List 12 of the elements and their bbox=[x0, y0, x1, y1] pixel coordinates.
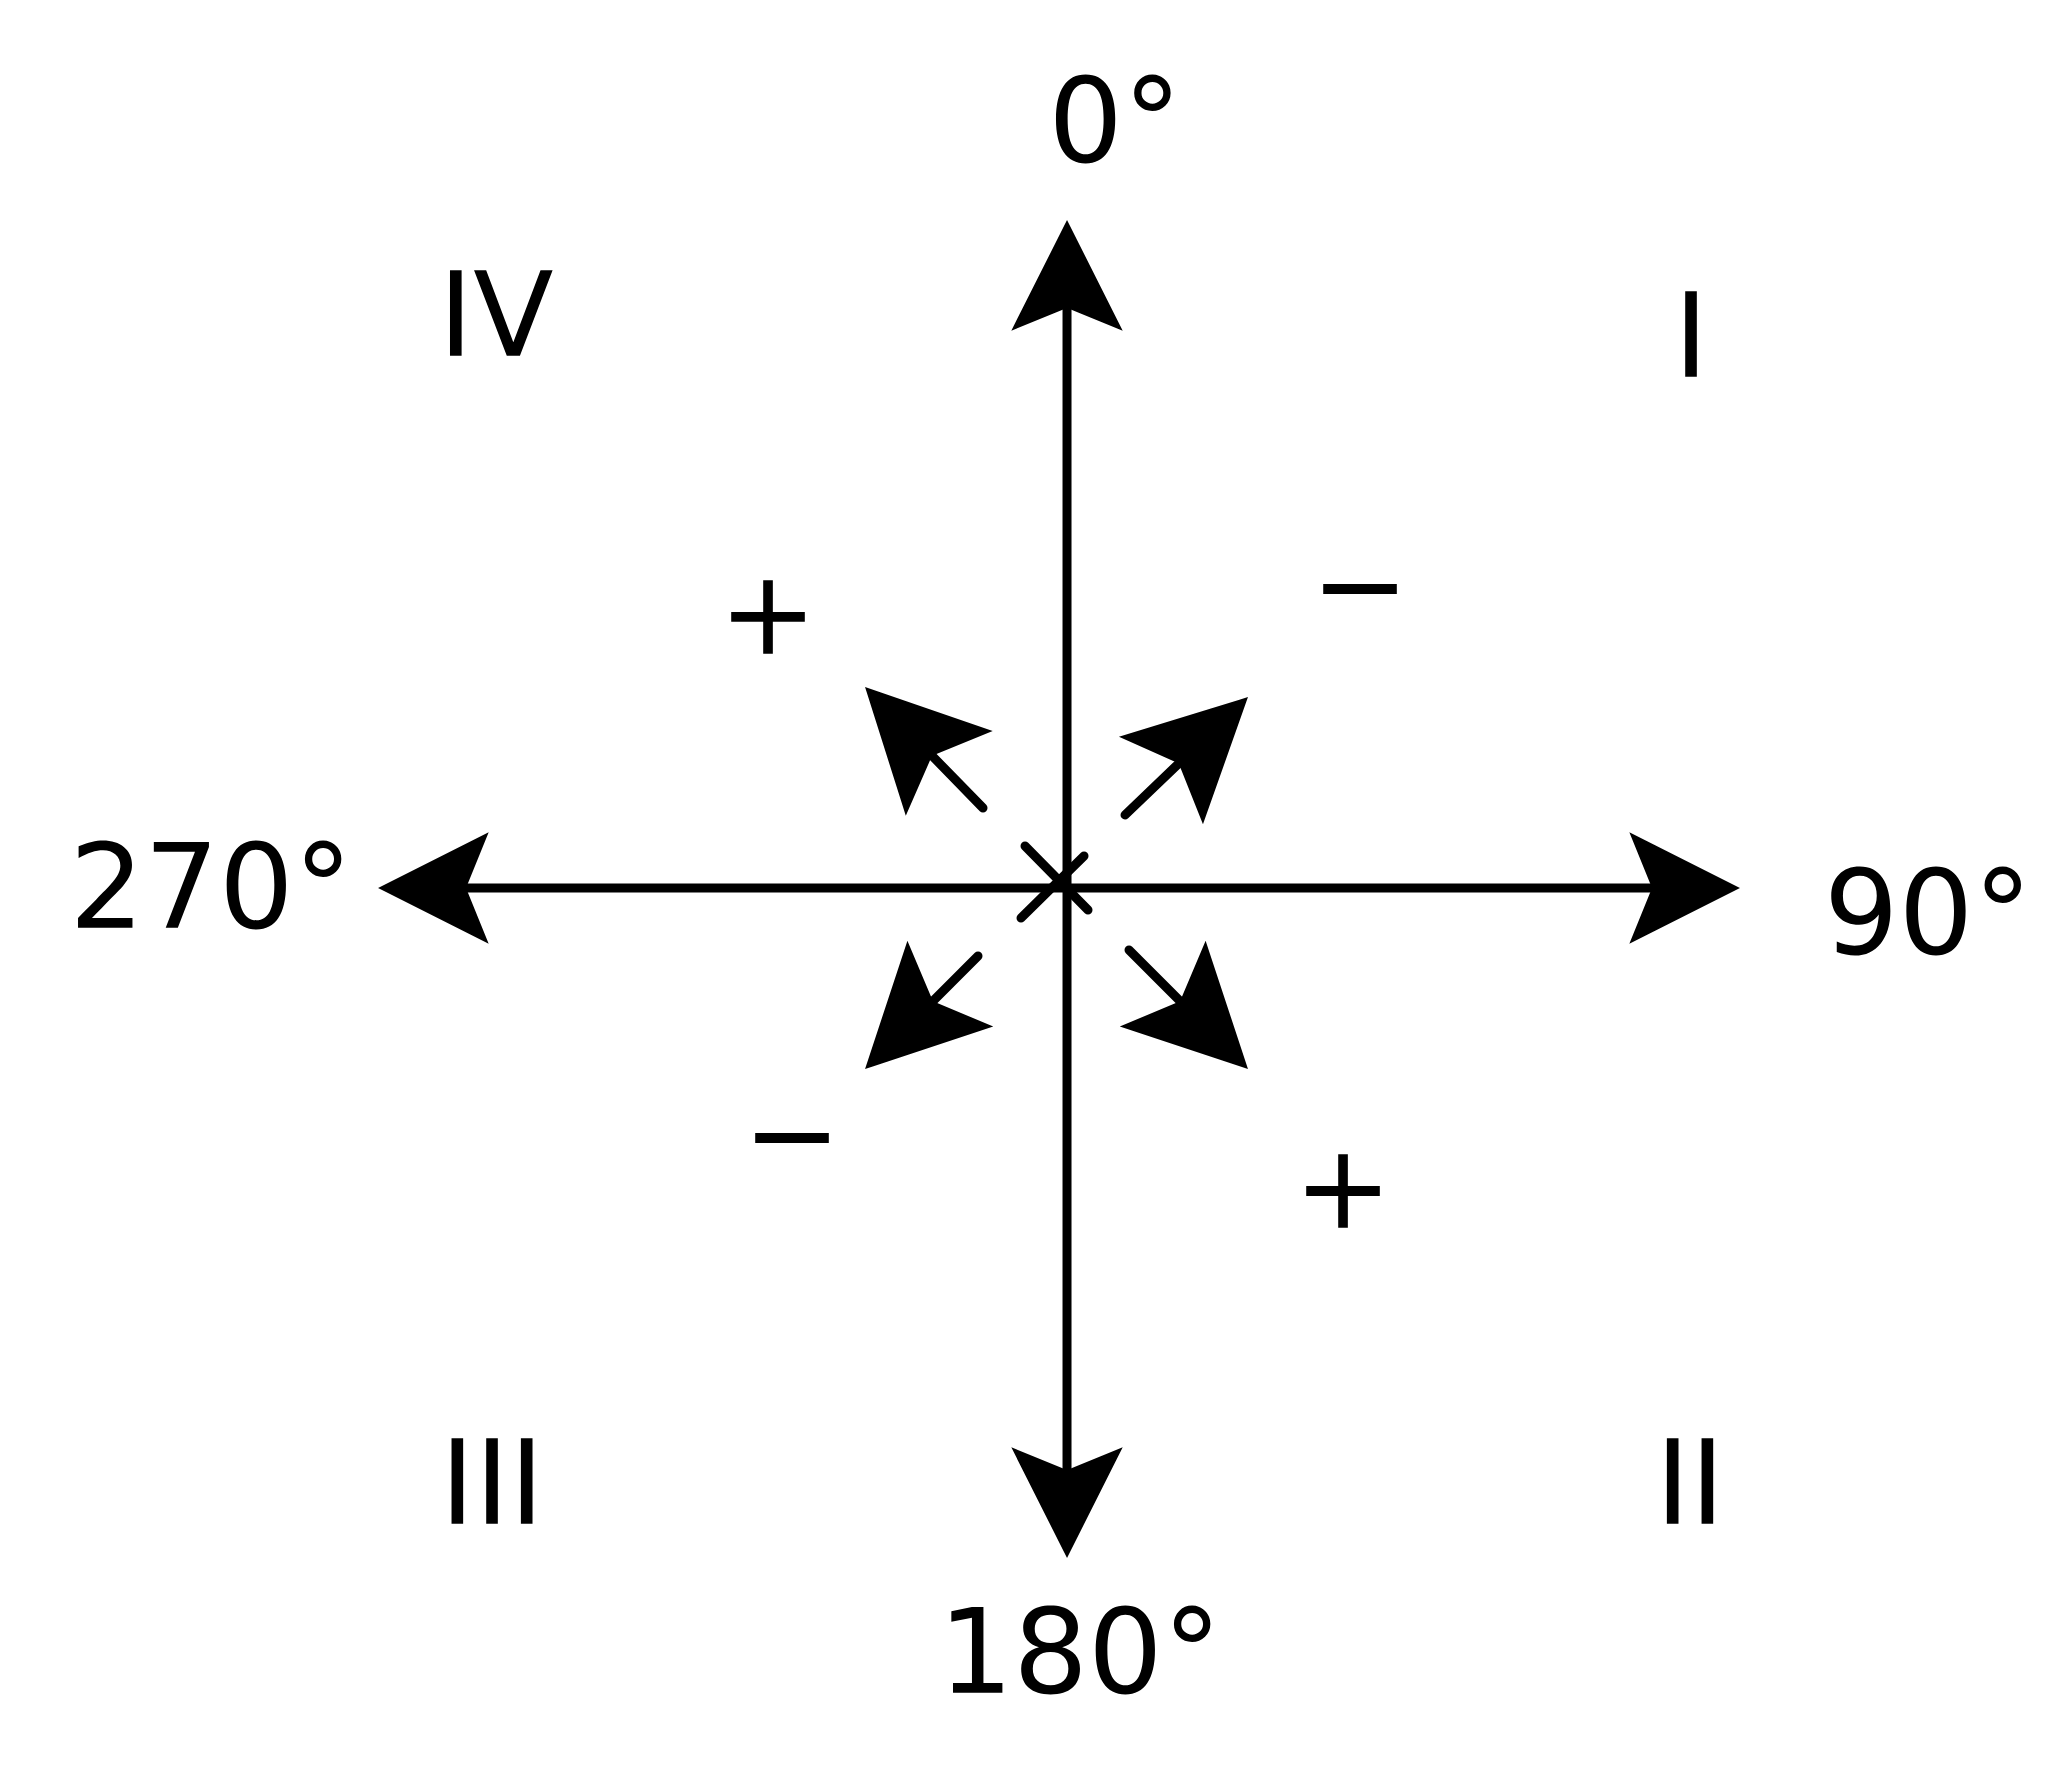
sign-label: − bbox=[755, 1133, 829, 1143]
sign-label: − bbox=[1323, 584, 1397, 594]
sign-label: + bbox=[1306, 1154, 1380, 1228]
degree-label: 90° bbox=[1831, 866, 2021, 956]
sign-label: + bbox=[731, 580, 805, 654]
degree-label: 0° bbox=[1056, 74, 1171, 164]
quadrant-numeral: IV bbox=[450, 270, 553, 356]
degree-label: 180° bbox=[951, 1605, 1211, 1695]
quadrant-numeral: I bbox=[1685, 291, 1697, 377]
quadrant-numeral: II bbox=[1666, 1438, 1714, 1524]
degree-label: 270° bbox=[78, 840, 342, 930]
quadrant-numeral: III bbox=[451, 1438, 533, 1524]
